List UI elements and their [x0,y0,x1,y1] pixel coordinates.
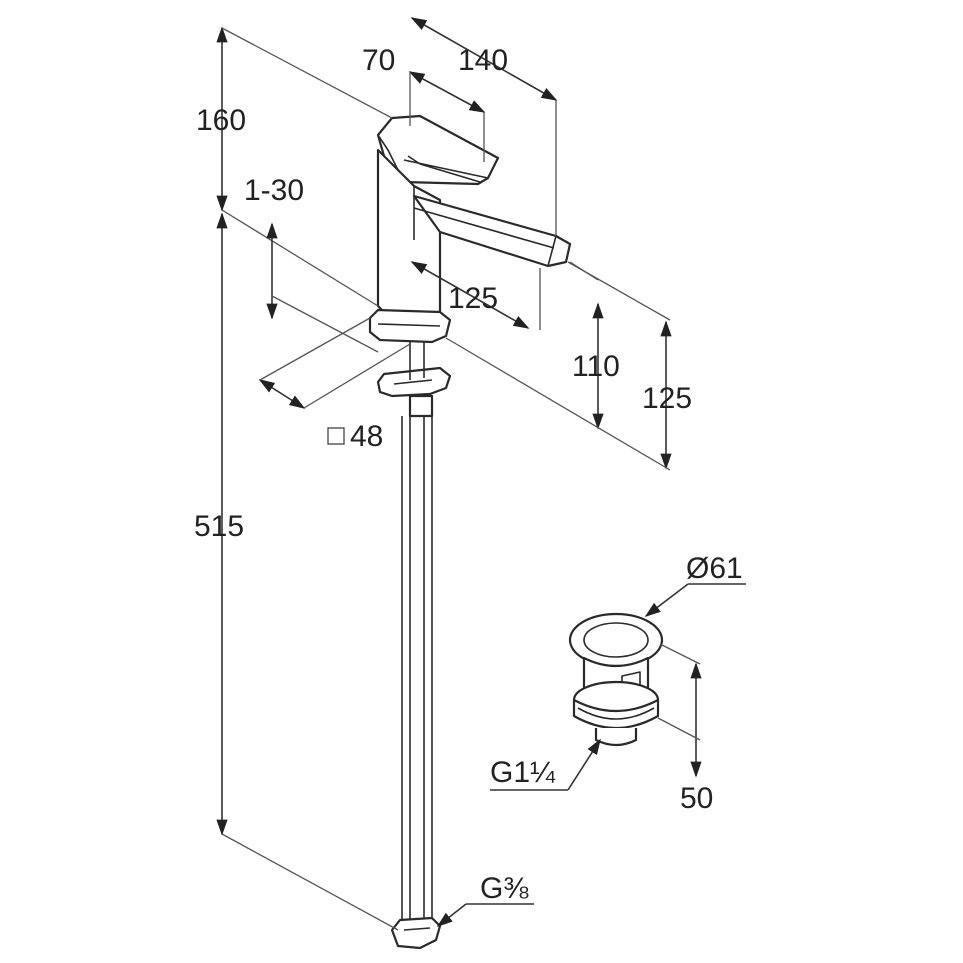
dim-140: 140 [458,44,508,77]
waste-fitting [568,612,664,747]
dim-50: 50 [680,782,713,815]
faucet-body [368,114,572,950]
dimension-lines [216,17,746,931]
dim-1-30: 1-30 [244,174,304,207]
dim-125-spout: 125 [448,282,498,315]
dim-diameter-61: Ø61 [686,552,743,585]
hose-end-fitting [390,916,442,950]
dim-125-height: 125 [642,382,692,415]
dim-g1-1-4: G1¼ [490,756,556,789]
square-symbol-icon [327,427,345,445]
dim-515: 515 [194,510,244,543]
dim-160: 160 [196,104,246,137]
clamp-nut [408,394,434,418]
dim-70: 70 [362,44,395,77]
dim-48: 48 [350,420,383,453]
dim-g3-8: G⅜ [480,872,529,905]
dim-110: 110 [572,350,620,383]
